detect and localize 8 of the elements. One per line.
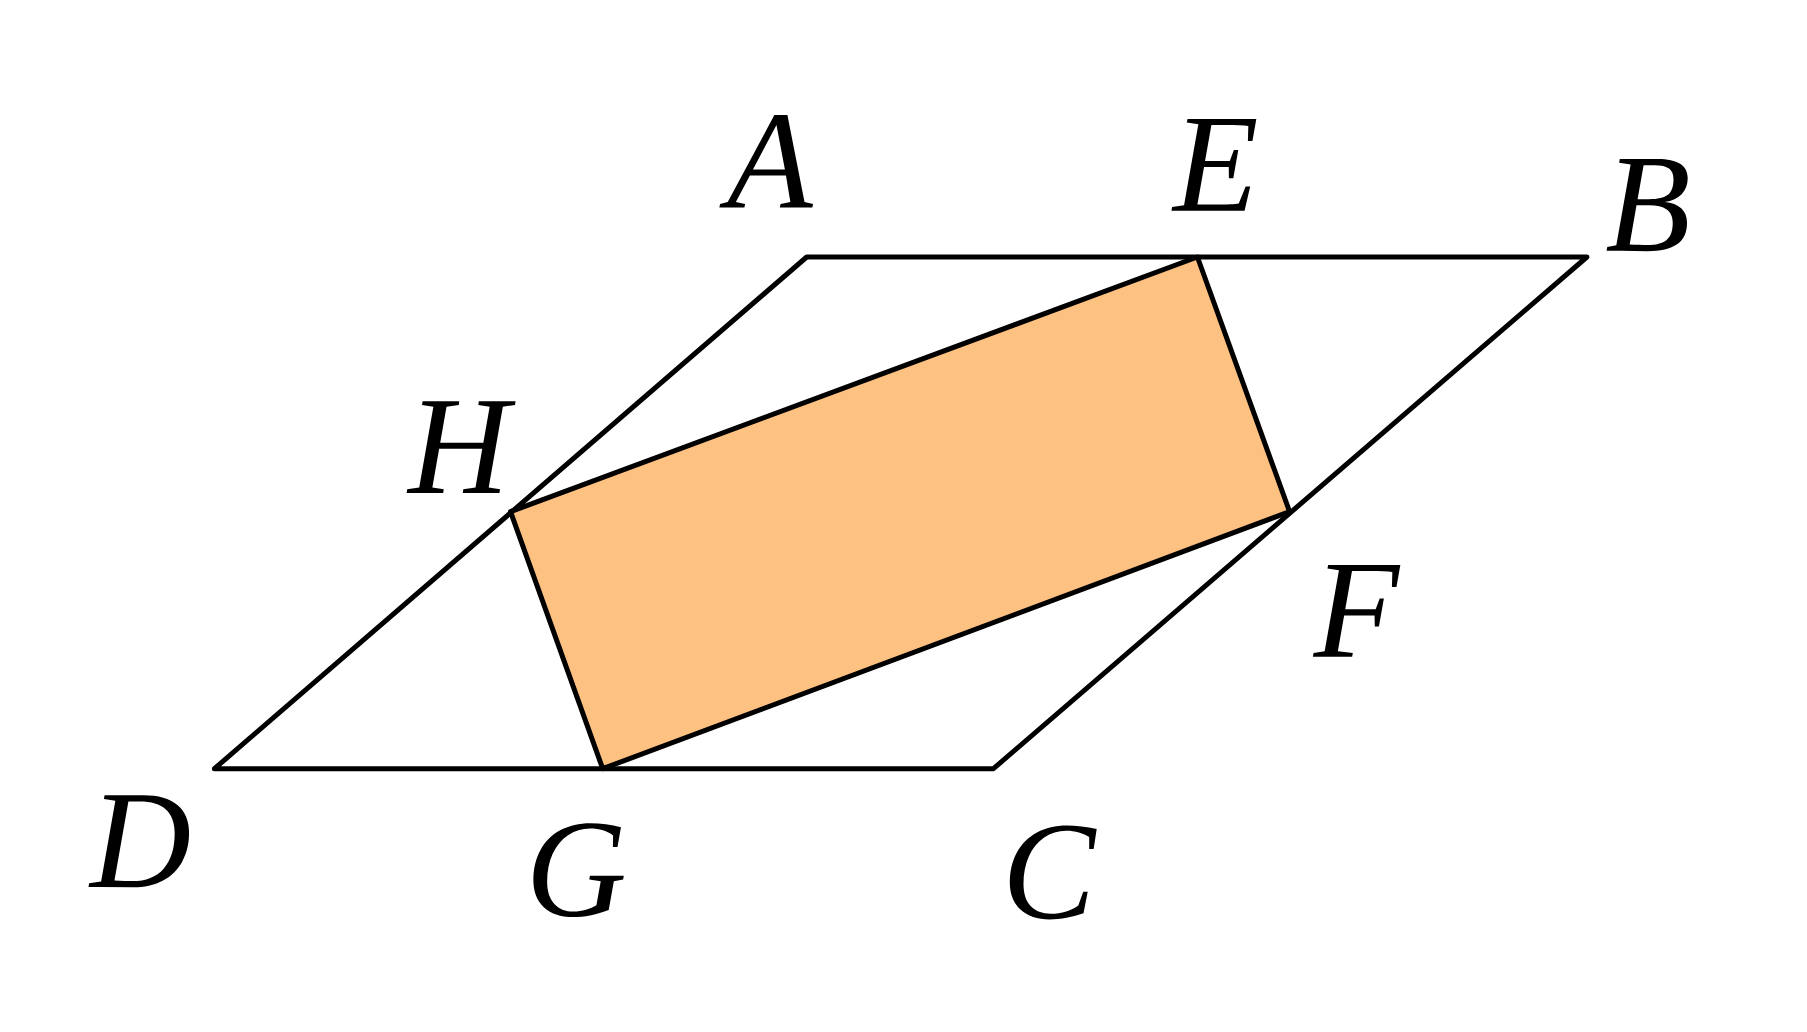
point-label: H xyxy=(406,401,516,493)
point-label: G xyxy=(533,823,624,918)
point-label: B xyxy=(1606,159,1688,252)
point-label: A xyxy=(719,115,814,208)
point-label: D xyxy=(88,795,190,888)
point-label: E xyxy=(1171,118,1257,211)
point-label: C xyxy=(1009,825,1097,920)
point-label: F xyxy=(1312,564,1401,657)
